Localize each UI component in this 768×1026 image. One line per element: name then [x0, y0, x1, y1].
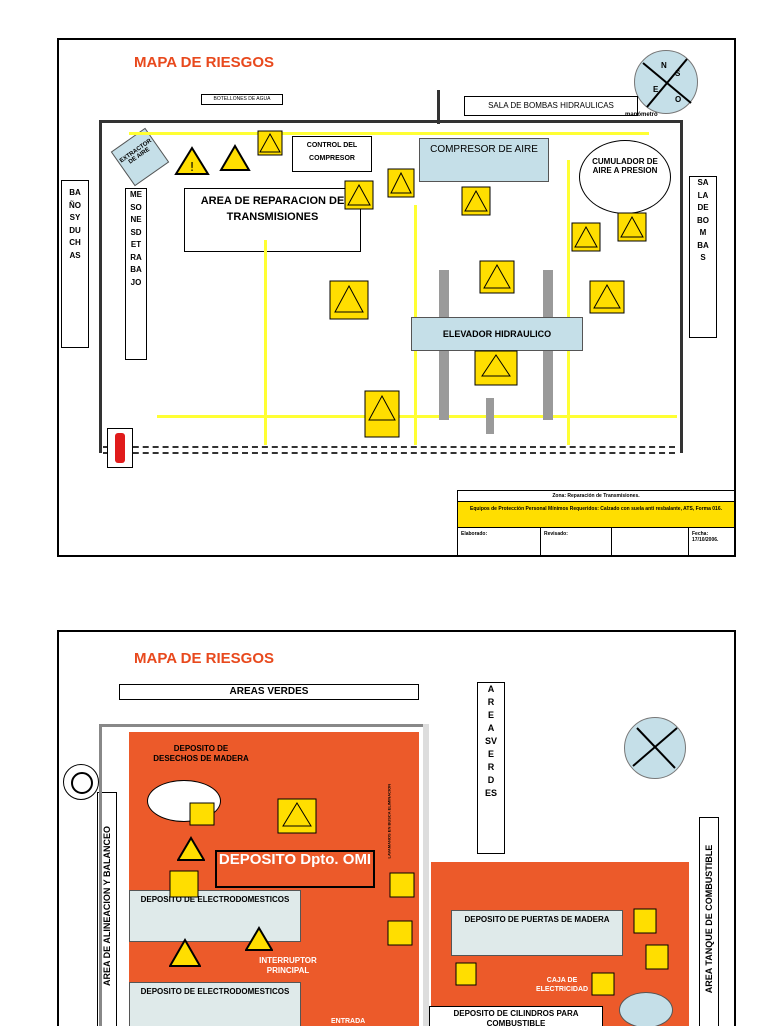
warning-sign-m2-7	[389, 872, 415, 898]
puertas-box: DEPOSITO DE PUERTAS DE MADERA	[451, 910, 623, 956]
warning-sign-slip	[479, 260, 515, 294]
interruptor-label: INTERRUPTOR PRINCIPAL	[259, 956, 317, 975]
warning-sign-m2-9	[633, 908, 657, 934]
botellones-label: BOTELLONES DE AGUA	[201, 94, 283, 105]
warning-sign-m2-2	[189, 802, 215, 826]
cilindros-box: DEPOSITO DE CILINDROS PARA COMBUSTIBLE	[429, 1006, 603, 1026]
tanque-label: AREA TANQUE DE COMBUSTIBLE	[699, 817, 719, 1026]
tb-fecha: Fecha: 17/10/2006.	[692, 531, 719, 543]
warning-sign-m2-10	[645, 944, 669, 970]
cilindros-tanks-icon	[619, 992, 673, 1026]
warning-sign-incendio-2	[344, 180, 374, 210]
warning-sign-m2-5	[169, 938, 201, 967]
areas-verdes-vertical: AREASVERDES	[477, 682, 505, 854]
tb-equipos: Equipos de Protección Personal Mínimos R…	[458, 502, 734, 528]
warning-sign-partes	[329, 280, 369, 320]
bottom-dashed-wall	[103, 446, 675, 454]
sala-bombas-wall	[437, 90, 440, 124]
control-compresor-label: CONTROL DEL COMPRESOR	[292, 136, 372, 172]
banos-duchas-label: BAÑOSYDUCHAS	[61, 180, 89, 348]
compass-2	[624, 717, 686, 779]
compass-1: N S E O	[634, 50, 698, 114]
entrada-label: ENTRADA	[331, 1018, 366, 1025]
yellow-line-v3	[567, 160, 570, 445]
alineacion-label: AREA DE ALINEACION Y BALANCEO	[97, 792, 117, 1026]
building-outline	[99, 120, 683, 453]
round-marker	[63, 764, 99, 800]
warning-sign-m2-3	[177, 836, 205, 861]
compass-o: O	[675, 95, 682, 104]
risk-map-1: MAPA DE RIESGOS N S E O BOTELLONES DE AG…	[57, 38, 736, 557]
tb-zona: Zona: Reparación de Transmisiones.	[458, 491, 734, 502]
caja-label: CAJA DE ELECTRICIDAD	[535, 977, 589, 993]
warning-sign-incendio-1: !	[174, 146, 210, 175]
warning-sign-m2-1	[277, 798, 317, 834]
sala-bombas-vertical: SALADEBOMBAS	[689, 176, 717, 338]
warning-sign-alta-presion-2	[617, 212, 647, 242]
warning-sign-floor	[364, 390, 400, 438]
warning-sign-m2-8	[387, 920, 413, 946]
title-block: Zona: Reparación de Transmisiones. Equip…	[457, 490, 734, 555]
warning-sign-slip-2	[589, 280, 625, 314]
acumulador-tank: CUMULADOR DE AIRE A PRESION	[579, 140, 671, 214]
warning-sign-lift	[474, 350, 518, 386]
deposito-desechos-label: DEPOSITO DE DESECHOS DE MADERA	[153, 744, 249, 763]
warning-sign-pressure	[571, 222, 601, 252]
electrodomesticos-2: DEPOSITO DE ELECTRODOMESTICOS	[129, 982, 301, 1026]
map2-title: MAPA DE RIESGOS	[134, 650, 275, 667]
compass-e: E	[653, 85, 659, 94]
tb-revisado: Revisado:	[541, 528, 612, 555]
compass-n: N	[661, 61, 667, 70]
manometro-label: manómetro	[625, 112, 658, 118]
tb-elaborado: Elaborado:	[458, 528, 541, 555]
electrodomesticos-1: DEPOSITO DE ELECTRODOMESTICOS	[129, 890, 301, 942]
warning-sign-m2-4	[169, 870, 199, 898]
fire-extinguisher-icon	[107, 428, 133, 468]
compresor-box: COMPRESOR DE AIRE	[419, 138, 549, 182]
sala-bombas-label: SALA DE BOMBAS HIDRAULICAS	[464, 96, 638, 116]
areas-verdes-label: AREAS VERDES	[119, 684, 419, 700]
warning-sign-electrico	[257, 130, 283, 156]
warning-sign-m2-11	[455, 962, 477, 986]
yellow-line-bottom	[157, 415, 677, 418]
warning-sign-incendio-3	[461, 186, 491, 216]
warning-sign-m2-6	[245, 926, 273, 951]
warning-sign-m2-12	[591, 972, 615, 996]
mesones-label: MESONESDETRABAJO	[125, 188, 147, 360]
warning-sign-biohazard	[219, 144, 251, 171]
building-outline-2	[99, 724, 427, 1026]
elevador-box: ELEVADOR HIDRAULICO	[411, 317, 583, 351]
lift-arrow	[486, 398, 494, 434]
compass-arrows-icon	[632, 727, 678, 769]
lavamanos-label: LAVAMANOS EN BUSCA ELIMINACION	[386, 783, 392, 859]
divider-wall	[423, 724, 429, 1026]
compass-s: S	[675, 69, 681, 78]
warning-sign-alta-presion	[387, 168, 415, 198]
area-reparacion-label: AREA DE REPARACION DE TRANSMISIONES	[184, 188, 361, 252]
yellow-line-v1	[264, 240, 267, 445]
risk-map-2: MAPA DE RIESGOS AREAS VERDES AREASVERDES…	[57, 630, 736, 1026]
svg-text:!: !	[190, 160, 195, 174]
deposito-omi-label: DEPOSITO Dpto. OMI	[215, 850, 375, 888]
map1-title: MAPA DE RIESGOS	[134, 54, 275, 71]
yellow-line-top	[129, 132, 649, 135]
compass-arrows-icon	[642, 58, 692, 108]
